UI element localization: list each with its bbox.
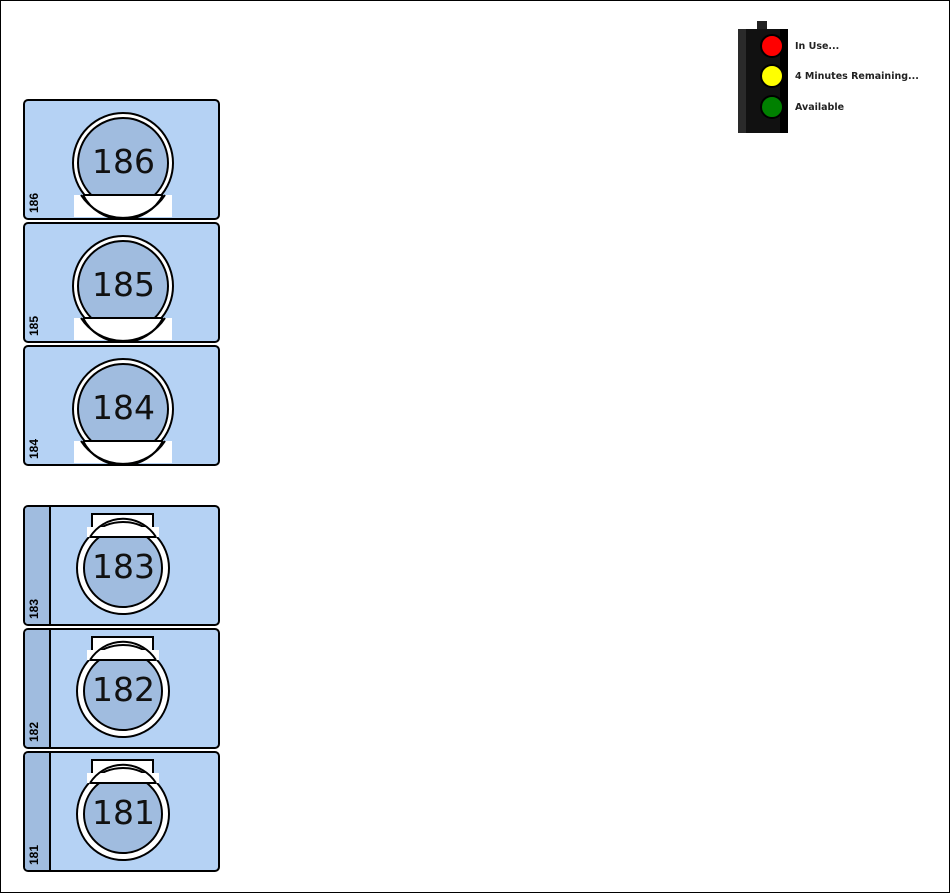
washer-drum-icon — [72, 358, 174, 464]
traffic-light-icon — [738, 21, 788, 133]
machine-number: 186 — [92, 142, 155, 181]
machine-side-strip — [25, 507, 51, 624]
machine-number: 182 — [92, 670, 155, 709]
red-light-icon — [760, 34, 784, 58]
yellow-light-icon — [760, 64, 784, 88]
machine-side-label: 182 — [27, 721, 41, 742]
machine-side-label: 183 — [27, 598, 41, 619]
machine-181[interactable]: 181 181 — [23, 751, 220, 872]
machine-185[interactable]: 185 185 — [23, 222, 220, 343]
machine-side-strip — [25, 753, 51, 870]
dryer-drum-icon — [76, 636, 170, 738]
machine-number: 184 — [92, 388, 155, 427]
machine-number: 183 — [92, 547, 155, 586]
machine-182[interactable]: 182 182 — [23, 628, 220, 749]
dryer-drum-icon — [76, 513, 170, 615]
status-legend: In Use... 4 Minutes Remaining... Availab… — [735, 21, 935, 136]
machine-side-label: 181 — [27, 844, 41, 865]
dryer-drum-icon — [76, 759, 170, 861]
legend-label-minutes-remaining: 4 Minutes Remaining... — [795, 71, 919, 82]
green-light-icon — [760, 95, 784, 119]
machine-number: 181 — [92, 793, 155, 832]
washer-drum-icon — [72, 112, 174, 218]
machine-side-label: 186 — [27, 192, 41, 213]
machine-number: 185 — [92, 265, 155, 304]
machine-side-label: 184 — [27, 438, 41, 459]
legend-label-in-use: In Use... — [795, 41, 840, 52]
washer-drum-icon — [72, 235, 174, 341]
machine-184[interactable]: 184 184 — [23, 345, 220, 466]
legend-label-available: Available — [795, 102, 845, 113]
machine-183[interactable]: 183 183 — [23, 505, 220, 626]
machine-186[interactable]: 186 186 — [23, 99, 220, 220]
machine-side-label: 185 — [27, 315, 41, 336]
machine-side-strip — [25, 630, 51, 747]
